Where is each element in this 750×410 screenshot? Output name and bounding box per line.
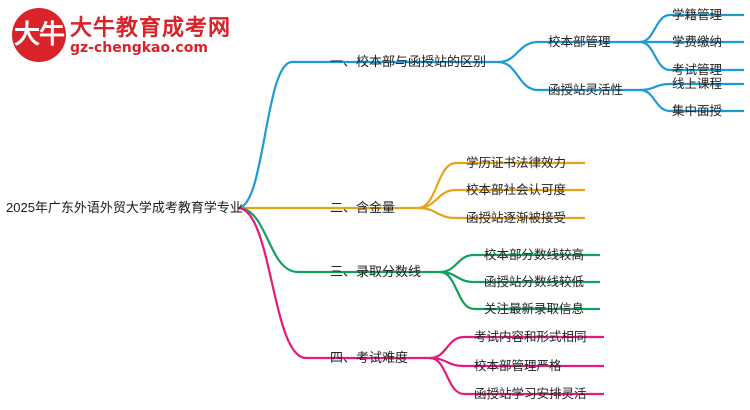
leaf-label-4-3: 函授站学习安排灵活 xyxy=(474,387,587,401)
branch-label-3: 三、录取分数线 xyxy=(330,264,422,279)
leaf-label-1-1-2: 学费缴纳 xyxy=(672,35,723,49)
bull-mark-icon: 大牛 xyxy=(12,8,66,62)
leaf-label-2-3: 函授站逐渐被接受 xyxy=(466,211,567,225)
leaf-label-1-2-2: 集中面授 xyxy=(672,104,723,118)
leaf-label-2-2: 校本部社会认可度 xyxy=(466,183,567,197)
leaf-label-2-1: 学历证书法律效力 xyxy=(466,156,567,170)
bull-mark-text: 大牛 xyxy=(13,20,65,49)
leaf-label-3-1: 校本部分数线较高 xyxy=(484,248,585,262)
sub-label-1-2: 函授站灵活性 xyxy=(548,83,624,97)
leaf-label-3-3: 关注最新录取信息 xyxy=(484,302,585,316)
branch-label-1: 一、校本部与函授站的区别 xyxy=(330,54,487,69)
leaf-label-3-2: 函授站分数线较低 xyxy=(484,275,585,289)
leaf-label-1-1-3: 考试管理 xyxy=(672,63,723,77)
leaf-label-4-1: 考试内容和形式相同 xyxy=(474,330,587,344)
logo-title: 大牛教育成考网 xyxy=(70,15,232,40)
branch-label-2: 二、含金量 xyxy=(330,200,396,215)
leaf-label-1-1-1: 学籍管理 xyxy=(672,8,723,22)
leaf-label-1-2-1: 线上课程 xyxy=(672,77,723,91)
logo-subtitle: gz-chengkao.com xyxy=(70,40,208,56)
site-logo: 大牛 大牛教育成考网 gz-chengkao.com xyxy=(8,6,230,68)
branch-label-4: 四、考试难度 xyxy=(330,350,409,365)
leaf-label-4-2: 校本部管理严格 xyxy=(474,359,562,373)
sub-label-1-1: 校本部管理 xyxy=(548,35,611,49)
mindmap-root-label: 2025年广东外语外贸大学成考教育学专业 xyxy=(6,200,243,215)
